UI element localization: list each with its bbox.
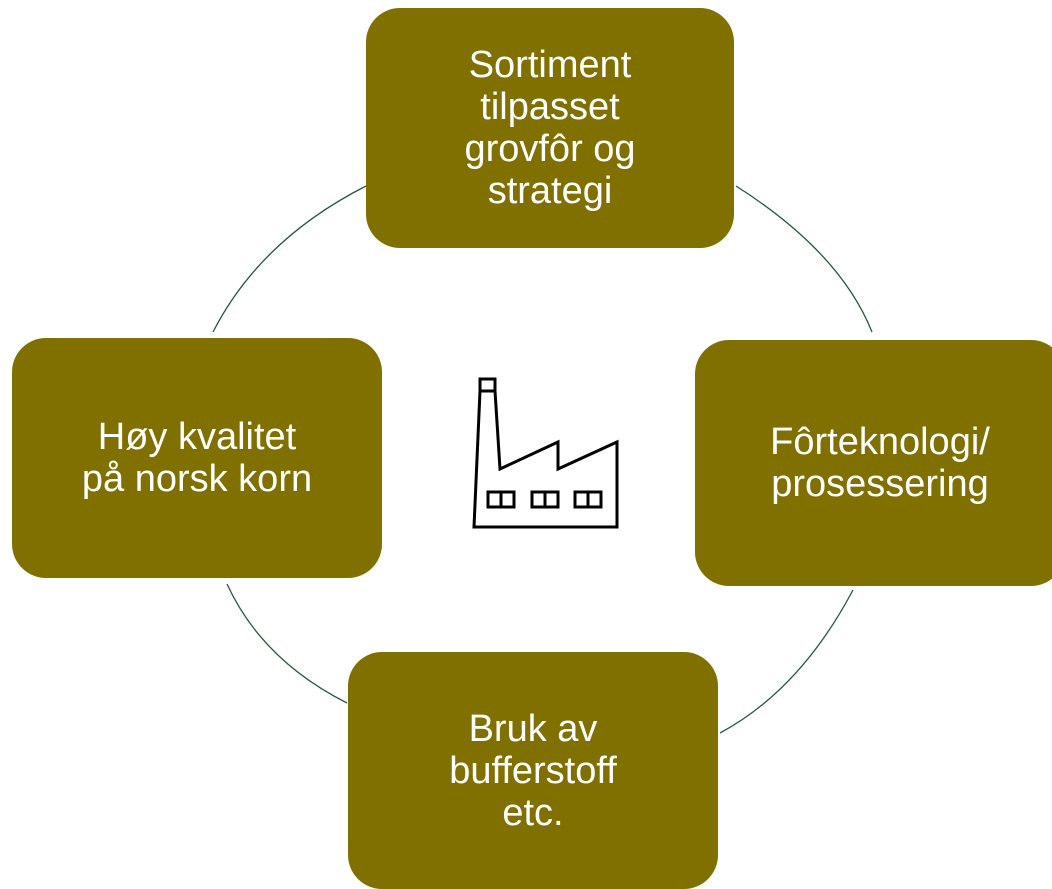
- cycle-node-right: Fôrteknologi/ prosessering: [695, 340, 1052, 586]
- cycle-node-left: Høy kvalitet på norsk korn: [12, 338, 382, 578]
- factory-icon: [472, 377, 619, 529]
- cycle-node-bottom: Bruk av bufferstoff etc.: [348, 652, 718, 889]
- arc-top-right: [735, 185, 873, 333]
- arc-left-top: [212, 185, 367, 333]
- arc-bottom-left: [226, 583, 348, 704]
- cycle-node-top: Sortiment tilpasset grovfôr og strategi: [366, 8, 734, 248]
- arc-right-bottom: [719, 589, 854, 734]
